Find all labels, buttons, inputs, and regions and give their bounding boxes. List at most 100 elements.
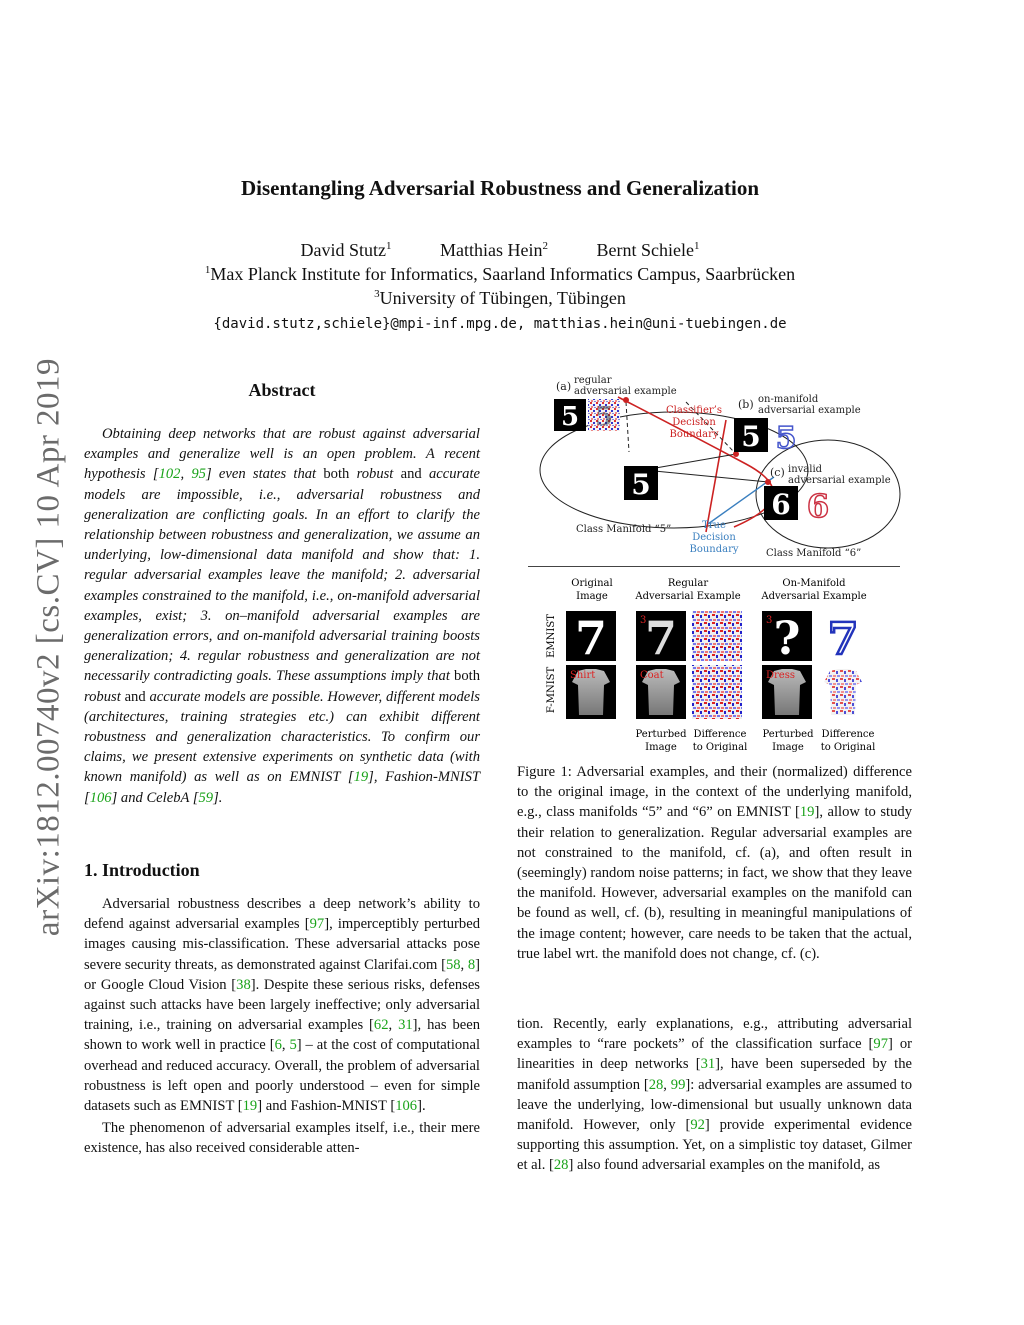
citation-link[interactable]: 106: [395, 1098, 418, 1115]
true-boundary-label-2: Decision: [692, 532, 736, 543]
bottom-label: Image: [645, 742, 677, 753]
abstract-heading: Abstract: [248, 380, 316, 400]
citation-link[interactable]: 19: [799, 804, 815, 821]
classifier-boundary-line: [705, 419, 727, 533]
shirt-shape: [572, 669, 610, 715]
label-c-line2: adversarial example: [788, 475, 891, 486]
prediction-tag: Coat: [640, 670, 664, 681]
bottom-label: Perturbed: [636, 729, 688, 740]
classifier-label-3: Boundary: [669, 429, 718, 440]
abstract-paragraph: Obtaining deep networks that are robust …: [84, 426, 481, 806]
author-list: David Stutz1 Matthias Hein2 Bernt Schiel…: [0, 240, 1000, 261]
connector-line: [643, 453, 737, 471]
col-header-original-2: Image: [576, 591, 608, 602]
citation-link[interactable]: 102: [158, 466, 181, 483]
dashed-connector: [685, 401, 737, 455]
arxiv-sidebar: arXiv:1812.00740v2 [cs.CV] 10 Apr 2019: [31, 352, 67, 942]
point-invalid-adv: [765, 479, 771, 485]
emnist-regular-difference: [692, 611, 742, 661]
citation-link[interactable]: 8: [467, 956, 476, 973]
paper-title: Disentangling Adversarial Robustness and…: [240, 176, 760, 200]
citation-link[interactable]: 38: [236, 976, 251, 993]
citation-link[interactable]: 58: [445, 956, 461, 973]
citation-link[interactable]: 28: [648, 1076, 664, 1093]
digit-7-difference: 7: [828, 614, 859, 665]
prediction-tag: Shirt: [570, 670, 595, 681]
class-manifold-6-label: Class Manifold “6”: [766, 548, 861, 559]
shirt-shape: [768, 669, 806, 715]
digit-question-label: ?: [774, 611, 801, 665]
digit-7-label: 7: [645, 611, 677, 665]
shirt-difference-shape: [824, 669, 862, 715]
connector-line: [643, 469, 769, 483]
manifold-diagram: 5 5 5 5 5 6 6 (a) regular adversarial ex…: [539, 375, 901, 559]
citation-link[interactable]: 31: [700, 1056, 716, 1073]
citation-link[interactable]: 99: [670, 1076, 686, 1093]
regular-adv-noise-thumbnail: [588, 399, 620, 431]
row-label-emnist: EMNIST: [546, 614, 557, 658]
introduction-heading: 1. Introduction: [84, 860, 200, 880]
emnist-onmanifold-difference: [818, 611, 868, 661]
example-grid: Original Image Regular Adversarial Examp…: [546, 578, 875, 753]
author-emails: {david.stutz,schiele}@mpi-inf.mpg.de, ma…: [213, 316, 787, 332]
label-c: (c): [770, 466, 785, 479]
true-boundary-label-1: True: [702, 520, 726, 531]
arxiv-identifier: arXiv:1812.00740v2 [cs.CV] 10 Apr 2019: [30, 357, 67, 937]
author: Bernt Schiele1: [596, 240, 700, 260]
label-a: (a): [556, 380, 571, 393]
original-5-image: [624, 466, 658, 500]
digit-6-difference: 6: [807, 487, 829, 525]
citation-link[interactable]: 6: [274, 1037, 282, 1054]
point-regular-adv: [623, 397, 629, 403]
bottom-label: Image: [772, 742, 804, 753]
shirt-shape: [642, 669, 680, 715]
citation-link[interactable]: 95: [191, 466, 206, 483]
citation-link[interactable]: 31: [398, 1017, 413, 1034]
on-manifold-5-image: [734, 418, 768, 452]
col-header-onmanifold-1: On-Manifold: [782, 578, 846, 589]
prediction-tag: 3: [640, 615, 646, 626]
citation-link[interactable]: 62: [373, 1017, 389, 1034]
author: Matthias Hein2: [440, 240, 548, 260]
classifier-label-2: Decision: [672, 417, 716, 428]
abstract-body: Obtaining deep networks that are robust …: [84, 424, 480, 808]
true-boundary-line: [707, 476, 775, 525]
citation-link[interactable]: 59: [198, 789, 214, 806]
bottom-label: Difference: [822, 729, 875, 740]
citation-link[interactable]: 5: [289, 1037, 297, 1054]
label-a-line2: adversarial example: [574, 386, 677, 397]
label-b-line2: adversarial example: [758, 405, 861, 416]
classifier-label-1: Classifier’s: [666, 405, 722, 416]
affiliation-2: 3University of Tübingen, Tübingen: [374, 288, 626, 308]
prediction-tag: Dress: [766, 670, 795, 681]
emnist-onmanifold-image: [762, 611, 812, 661]
digit-6-label: 6: [771, 488, 790, 521]
introduction-continued: tion. Recently, early explanations, e.g.…: [517, 1014, 912, 1176]
citation-link[interactable]: 28: [553, 1157, 569, 1174]
class-manifold-5-ellipse: [539, 411, 809, 529]
point-on-manifold-adv: [733, 451, 739, 457]
citation-link[interactable]: 97: [873, 1036, 889, 1053]
introduction-body: Adversarial robustness describes a deep …: [84, 894, 480, 1159]
digit-5-label: 5: [741, 420, 760, 453]
emnist-original-image: [566, 611, 616, 661]
fmnist-regular-difference: [692, 665, 742, 719]
intro-paragraph-1: Adversarial robustness describes a deep …: [84, 896, 481, 1115]
figure-divider: [528, 566, 900, 567]
label-b: (b): [738, 398, 754, 411]
author: David Stutz1: [300, 240, 392, 260]
digit-5-label: 5: [595, 402, 613, 432]
citation-link[interactable]: 97: [309, 916, 325, 933]
col-header-onmanifold-2: Adversarial Example: [760, 591, 866, 602]
citation-link[interactable]: 19: [242, 1098, 258, 1115]
label-c-line1: invalid: [788, 464, 823, 475]
intro-paragraph-3: tion. Recently, early explanations, e.g.…: [517, 1016, 913, 1174]
citation-link[interactable]: 92: [690, 1117, 705, 1134]
label-b-line1: on-manifold: [758, 394, 819, 405]
class-manifold-6-ellipse: [755, 439, 901, 549]
class-manifold-5-label: Class Manifold “5”: [576, 524, 671, 535]
citation-link[interactable]: 106: [89, 789, 112, 806]
dashed-connector: [625, 401, 630, 453]
citation-link[interactable]: 19: [353, 769, 369, 786]
row-label-fmnist: F-MNIST: [546, 667, 557, 714]
